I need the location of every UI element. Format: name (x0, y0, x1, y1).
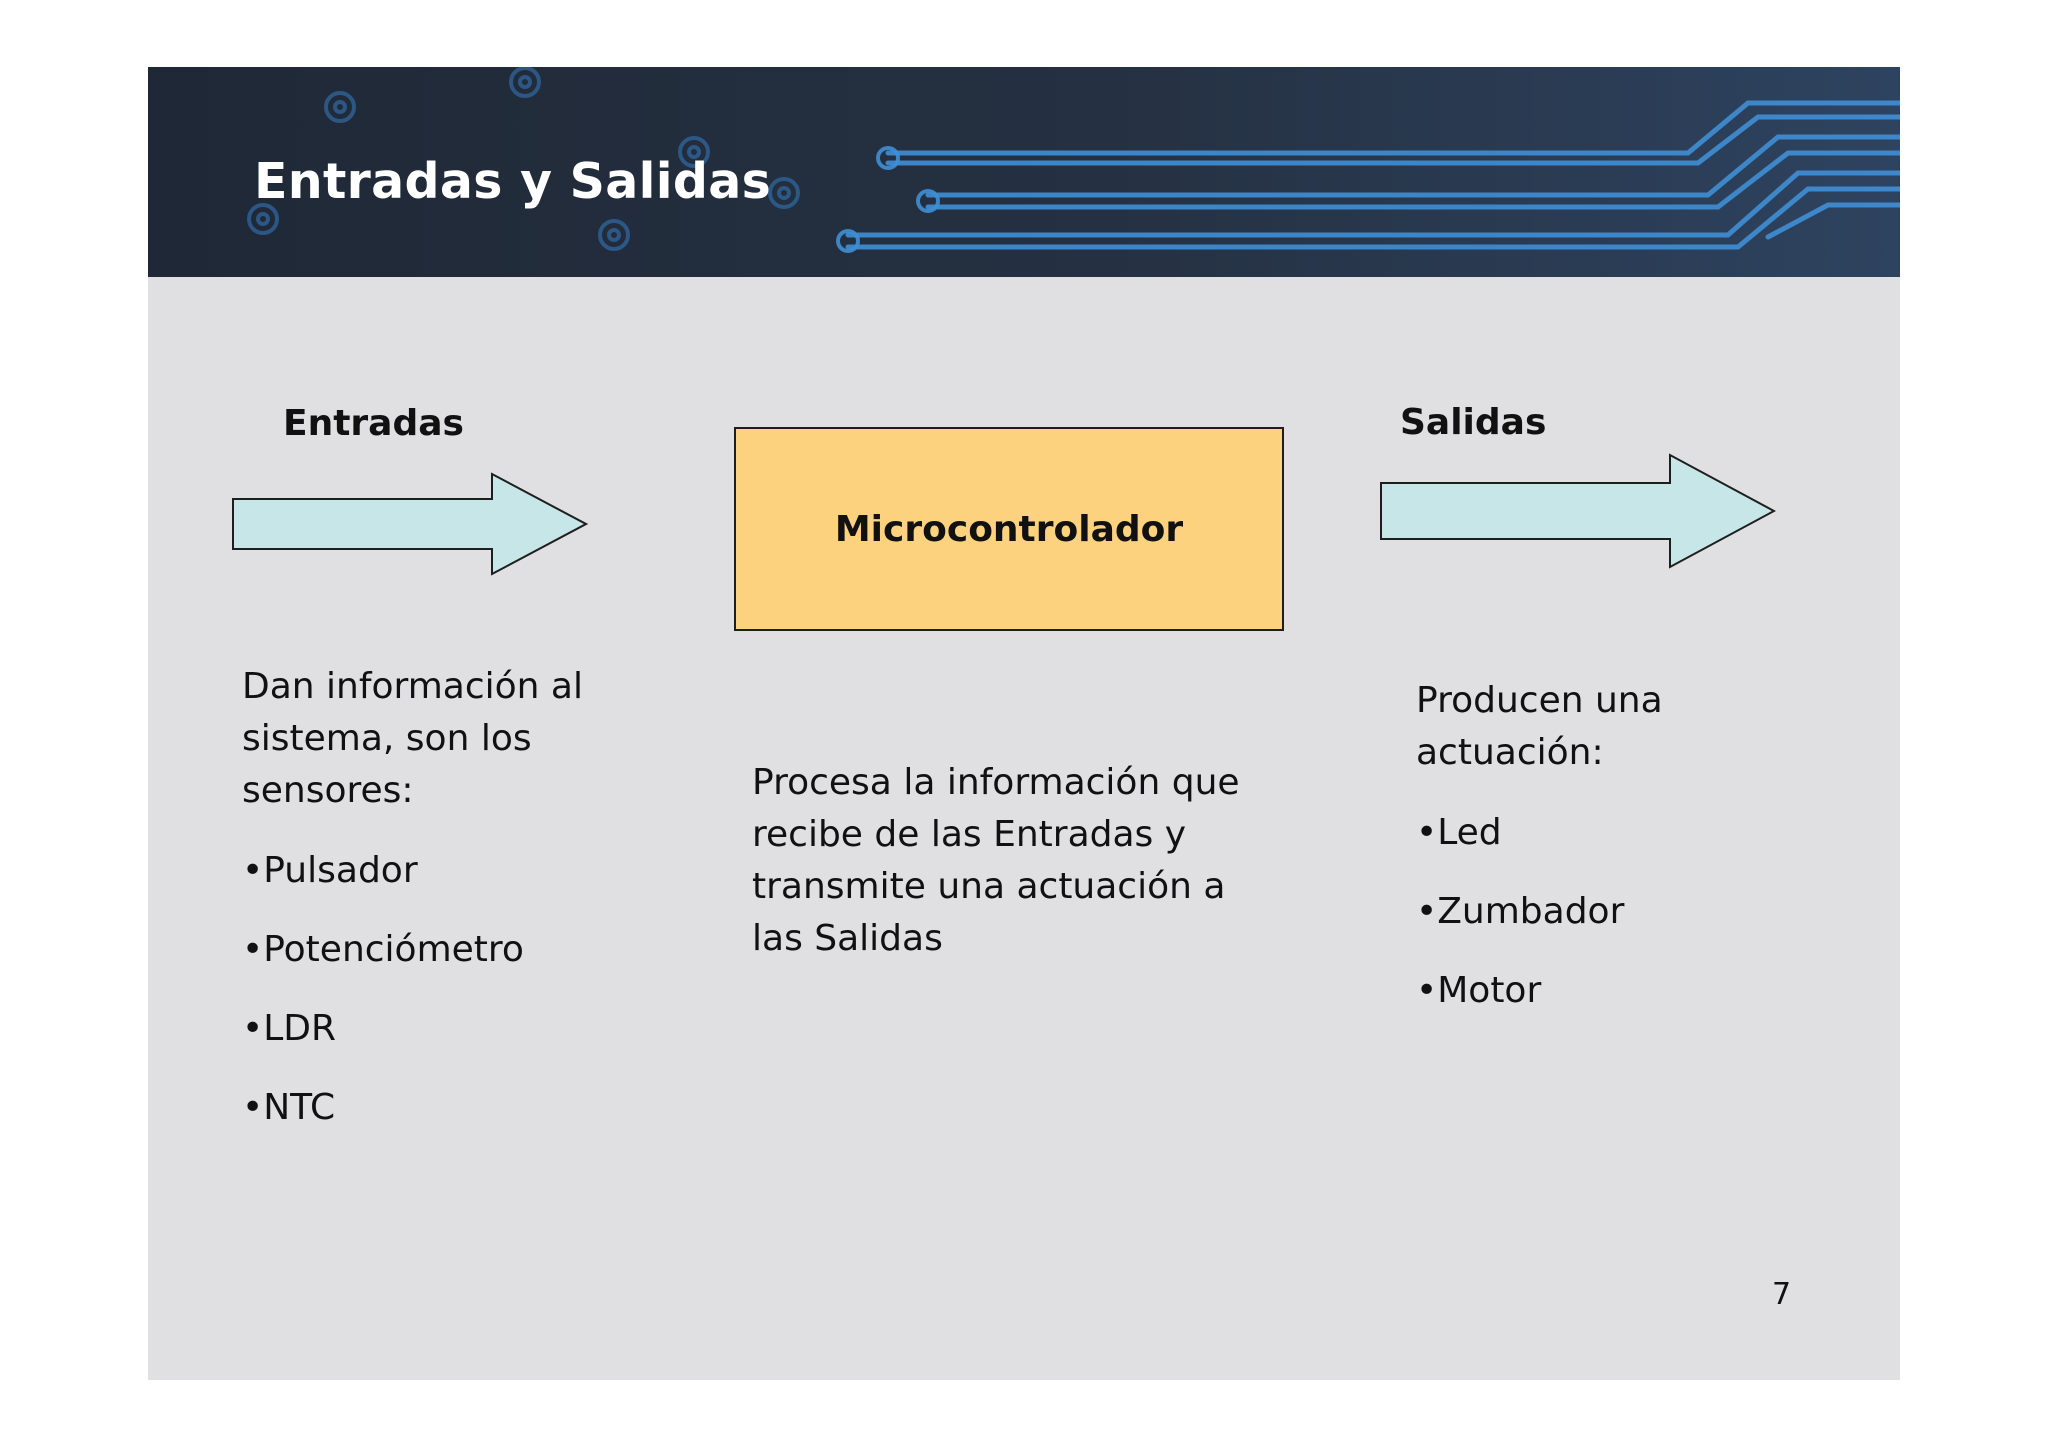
circuit-board-banner (247, 67, 1900, 253)
list-item: •Zumbador (1416, 891, 1625, 932)
outputs-description: Producen una actuación: (1416, 675, 1663, 779)
outputs-heading: Salidas (1400, 402, 1547, 443)
inputs-description-line: sistema, son los (242, 718, 532, 759)
list-item: •Pulsador (242, 850, 418, 891)
right-arrow-icon (1380, 453, 1776, 569)
outputs-list: •Led •Zumbador •Motor (1416, 807, 1624, 1044)
slide: Entradas y Salidas Entradas Microcontrol… (148, 67, 1900, 1380)
microcontroller-box: Microcontrolador (734, 427, 1284, 631)
slide-title: Entradas y Salidas (254, 153, 772, 210)
inputs-description-line: Dan información al (242, 666, 583, 707)
right-arrow-icon (232, 472, 588, 576)
outputs-description-line: Producen una (1416, 680, 1663, 721)
outputs-description-line: actuación: (1416, 732, 1604, 773)
list-item: •LDR (242, 1008, 337, 1049)
microcontroller-label: Microcontrolador (834, 509, 1184, 550)
processor-description-line: recibe de las Entradas y (752, 814, 1187, 855)
title-banner: Entradas y Salidas (148, 67, 1900, 277)
processor-description-line: Procesa la información que (752, 762, 1240, 803)
inputs-description: Dan información al sistema, son los sens… (242, 661, 583, 817)
list-item: •Potenciómetro (242, 929, 524, 970)
list-item: •Led (1416, 812, 1502, 853)
inputs-heading: Entradas (283, 403, 464, 444)
processor-description-line: las Salidas (752, 918, 943, 959)
processor-description: Procesa la información que recibe de las… (752, 757, 1240, 965)
page-number: 7 (1772, 1277, 1792, 1312)
list-item: •NTC (242, 1087, 336, 1128)
list-item: •Motor (1416, 970, 1542, 1011)
inputs-list: •Pulsador •Potenciómetro •LDR •NTC (242, 845, 524, 1161)
processor-description-line: transmite una actuación a (752, 866, 1226, 907)
inputs-description-line: sensores: (242, 770, 414, 811)
